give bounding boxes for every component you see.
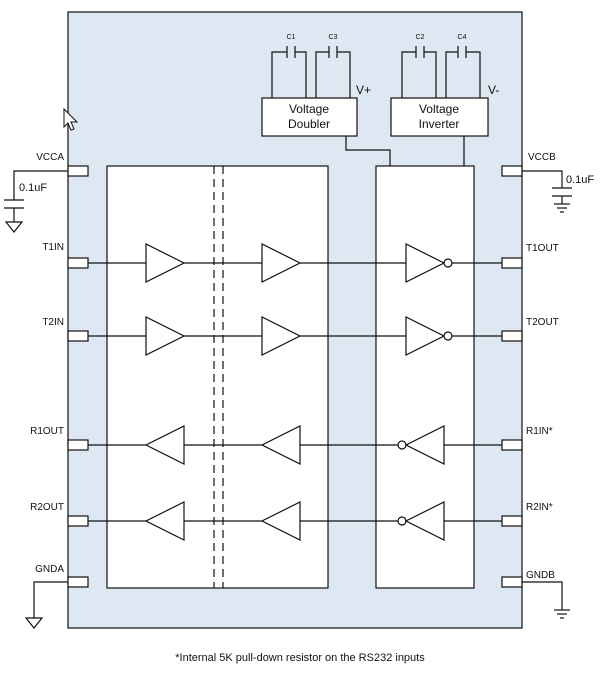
capacitor-c1: C1 — [271, 34, 307, 98]
gndb-ground-icon — [522, 581, 570, 619]
c1-label: C1 — [287, 34, 296, 41]
t1-inverter-bubble — [443, 258, 453, 268]
pin-r1out — [67, 439, 89, 451]
pin-r1out-label: R1OUT — [30, 426, 64, 437]
pin-vcca-label: VCCA — [36, 152, 64, 163]
right-cap-label: 0.1uF — [566, 174, 594, 186]
pin-vcca — [67, 165, 89, 177]
pin-t2in-label: T2IN — [42, 317, 64, 328]
mouse-cursor-icon — [63, 107, 79, 131]
pin-t2in — [67, 330, 89, 342]
doubler-label-line2: Doubler — [288, 117, 330, 131]
v-minus-label: V- — [488, 83, 499, 97]
voltage-inverter-block — [390, 97, 489, 137]
pin-t1in — [67, 257, 89, 269]
v-plus-label: V+ — [356, 83, 371, 97]
pin-t1in-label: T1IN — [42, 242, 64, 253]
pin-r1in-label: R1IN* — [526, 426, 553, 437]
t1-input-buffer — [145, 243, 186, 283]
t1-channel — [88, 243, 502, 283]
t2-inverting-driver — [405, 316, 446, 356]
left-cap-label: 0.1uF — [19, 182, 47, 194]
doubler-supply-wire — [345, 136, 391, 166]
t2-output-buffer — [261, 316, 302, 356]
capacitor-c2: C2 — [401, 34, 437, 98]
t1-inverting-driver — [405, 243, 446, 283]
voltage-doubler-block — [261, 97, 358, 137]
capacitor-c3: C3 — [315, 34, 351, 98]
pin-gndb — [501, 576, 523, 588]
pin-gnda-label: GNDA — [35, 564, 64, 575]
c2-label: C2 — [416, 34, 425, 41]
r1-channel — [88, 425, 502, 465]
c4-label: C4 — [458, 34, 467, 41]
pin-r2in-label: R2IN* — [526, 502, 553, 513]
pin-gndb-label: GNDB — [526, 570, 555, 581]
pin-r2out — [67, 515, 89, 527]
pin-t2out — [501, 330, 523, 342]
r2-channel — [88, 501, 502, 541]
pin-r2in — [501, 515, 523, 527]
pin-vccb — [501, 165, 523, 177]
t2-inverter-bubble — [443, 331, 453, 341]
inverter-label-line1: Voltage — [419, 102, 459, 116]
pin-t1out — [501, 257, 523, 269]
pin-t2out-label: T2OUT — [526, 317, 559, 328]
pin-r2out-label: R2OUT — [30, 502, 64, 513]
pin-t1out-label: T1OUT — [526, 243, 559, 254]
right-driver-block — [375, 165, 475, 589]
c3-label: C3 — [329, 34, 338, 41]
t2-channel — [88, 316, 502, 356]
capacitor-c4: C4 — [445, 34, 481, 98]
doubler-label-line1: Voltage — [289, 102, 329, 116]
pin-vccb-label: VCCB — [528, 152, 556, 163]
gnda-ground-icon — [24, 581, 68, 629]
vccb-decoupling: 0.1uF — [522, 170, 594, 213]
t2-input-buffer — [145, 316, 186, 356]
footnote: *Internal 5K pull-down resistor on the R… — [175, 652, 425, 664]
t1-output-buffer — [261, 243, 302, 283]
vcca-decoupling: 0.1uF — [4, 170, 68, 233]
pin-r1in — [501, 439, 523, 451]
pin-gnda — [67, 576, 89, 588]
inverter-label-line2: Inverter — [419, 117, 460, 131]
